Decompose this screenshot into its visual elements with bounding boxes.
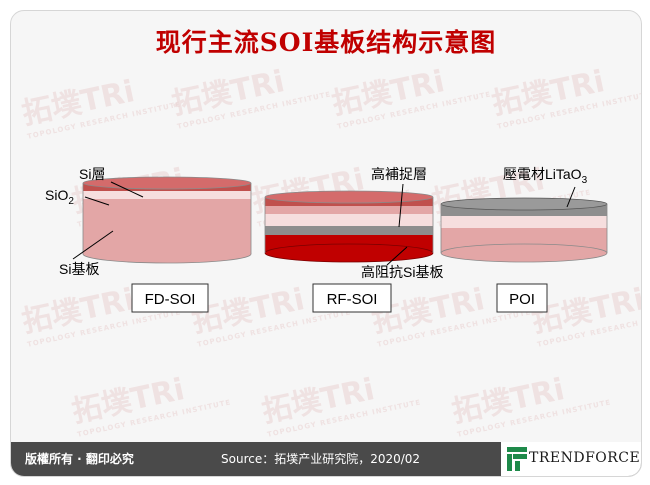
poi-wafer bbox=[440, 197, 608, 263]
footer-bar: 版權所有 · 翻印必究 Source：拓墣产业研究院，2020/02 TREND… bbox=[11, 442, 641, 476]
source-note: Source：拓墣产业研究院，2020/02 bbox=[221, 452, 421, 466]
label-rf-soi: RF-SOI bbox=[327, 291, 378, 308]
label-si-substrate: Si基板 bbox=[59, 261, 99, 277]
label-poi: POI bbox=[509, 291, 535, 308]
label-high-resistivity-substrate: 高阻抗Si基板 bbox=[361, 264, 443, 280]
label-fd-soi: FD-SOI bbox=[145, 291, 196, 308]
trendforce-logo: TRENDFORCE bbox=[501, 442, 641, 476]
label-trap-rich-layer: 高補捉層 bbox=[371, 166, 427, 182]
label-si-layer: Si層 bbox=[79, 166, 105, 182]
diagram-title: 现行主流SOI基板结构示意图 bbox=[155, 28, 497, 57]
copyright-notice: 版權所有 · 翻印必究 bbox=[25, 452, 134, 466]
trendforce-mark-icon bbox=[507, 447, 527, 471]
soi-diagrams: Si層 SiO2 Si基板 FD-SOI 高補捉層 高阻抗Si基板 RF-SOI bbox=[45, 166, 608, 313]
rf-soi-wafer bbox=[264, 190, 434, 263]
label-sio2: SiO2 bbox=[45, 187, 74, 207]
trendforce-wordmark: TRENDFORCE bbox=[529, 450, 641, 466]
fd-soi-wafer bbox=[82, 176, 252, 264]
label-piezo-layer: 壓電材LiTaO3 bbox=[503, 166, 588, 186]
